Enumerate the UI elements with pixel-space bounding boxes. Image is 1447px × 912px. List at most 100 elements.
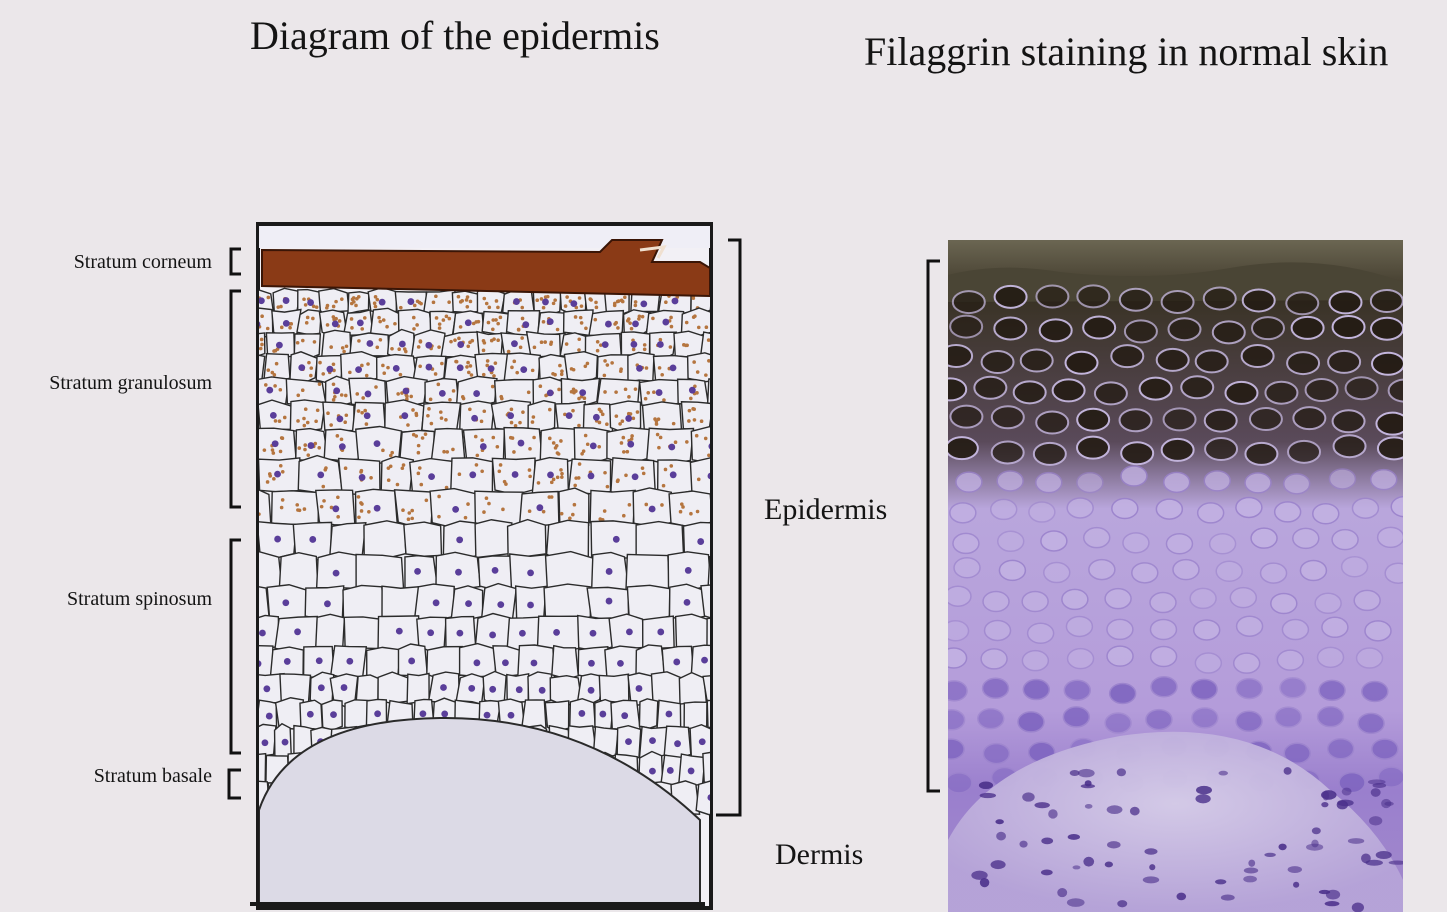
keratinocyte bbox=[1190, 588, 1216, 608]
filaggrin-stained-cell bbox=[1120, 409, 1152, 431]
keratinocyte bbox=[1271, 593, 1297, 613]
filaggrin-stained-cell bbox=[953, 291, 985, 313]
keratinocyte bbox=[1150, 593, 1176, 613]
dermal-nucleus bbox=[1176, 893, 1186, 901]
dermal-nucleus bbox=[1312, 827, 1321, 834]
keratinocyte bbox=[1282, 620, 1308, 640]
keratinocyte bbox=[1198, 503, 1224, 523]
keratinocyte bbox=[1385, 563, 1411, 583]
filaggrin-stained-cell bbox=[1077, 437, 1109, 459]
filaggrin-stained-cell bbox=[1066, 352, 1098, 374]
keratinocyte bbox=[1357, 648, 1383, 668]
keratinocyte bbox=[1041, 531, 1067, 551]
dermal-nucleus bbox=[1073, 865, 1081, 869]
filaggrin-stained-cell bbox=[1040, 319, 1072, 341]
filaggrin-stained-cell bbox=[940, 345, 972, 367]
dermal-nucleus bbox=[1078, 769, 1095, 778]
dermal-nucleus bbox=[1293, 882, 1299, 888]
keratinocyte bbox=[938, 739, 964, 759]
keratinocyte bbox=[991, 499, 1017, 519]
dermal-nucleus bbox=[1348, 838, 1364, 844]
filaggrin-stained-cell bbox=[1346, 377, 1378, 399]
filaggrin-stained-cell bbox=[1036, 285, 1068, 307]
keratinocyte bbox=[978, 709, 1004, 729]
filaggrin-stained-cell bbox=[1021, 350, 1053, 372]
keratinocyte bbox=[1300, 560, 1326, 580]
filaggrin-stained-cell bbox=[1205, 410, 1237, 432]
keratinocyte bbox=[1237, 616, 1263, 636]
dermal-nucleus bbox=[1284, 767, 1292, 775]
keratinocyte bbox=[1191, 679, 1217, 699]
keratinocyte bbox=[1062, 589, 1088, 609]
dermal-nucleus bbox=[1321, 790, 1337, 800]
keratinocyte bbox=[1067, 498, 1093, 518]
keratinocyte bbox=[1123, 533, 1149, 553]
filaggrin-stained-cell bbox=[1252, 317, 1284, 339]
keratinocyte bbox=[1280, 678, 1306, 698]
filaggrin-stained-cell bbox=[1306, 379, 1338, 401]
keratinocyte bbox=[983, 592, 1009, 612]
keratinocyte bbox=[1151, 677, 1177, 697]
filaggrin-stained-cell bbox=[1371, 290, 1403, 312]
keratinocyte bbox=[1028, 623, 1054, 643]
keratinocyte bbox=[941, 681, 967, 701]
dermal-nucleus bbox=[1107, 805, 1123, 814]
filaggrin-stained-cell bbox=[1164, 408, 1196, 430]
keratinocyte bbox=[1277, 650, 1303, 670]
keratinocyte bbox=[1068, 649, 1094, 669]
keratinocyte bbox=[1121, 466, 1147, 486]
keratinocyte bbox=[1064, 680, 1090, 700]
filaggrin-stained-cell bbox=[1372, 353, 1404, 375]
keratinocyte bbox=[1245, 473, 1271, 493]
keratinocyte bbox=[1293, 528, 1319, 548]
filaggrin-stained-cell bbox=[992, 441, 1024, 463]
filaggrin-stained-cell bbox=[992, 406, 1024, 428]
keratinocyte bbox=[1194, 620, 1220, 640]
filaggrin-stained-cell bbox=[1140, 378, 1172, 400]
filaggrin-stained-cell bbox=[946, 437, 978, 459]
keratinocyte bbox=[1132, 563, 1158, 583]
filaggrin-stained-cell bbox=[1378, 437, 1410, 459]
keratinocyte bbox=[1018, 712, 1044, 732]
filaggrin-stained-cell bbox=[1225, 382, 1257, 404]
keratinocyte bbox=[943, 621, 969, 641]
keratinocyte bbox=[1084, 528, 1110, 548]
keratinocyte bbox=[1107, 619, 1133, 639]
filaggrin-stained-cell bbox=[950, 406, 982, 428]
dermal-nucleus bbox=[1371, 788, 1381, 797]
keratinocyte bbox=[1362, 681, 1388, 701]
filaggrin-stained-cell bbox=[1286, 292, 1318, 314]
keratinocyte bbox=[1329, 469, 1355, 489]
dermal-nucleus bbox=[1195, 794, 1210, 803]
filaggrin-stained-cell bbox=[1111, 345, 1143, 367]
keratinocyte bbox=[1110, 683, 1136, 703]
dermal-nucleus bbox=[1243, 876, 1257, 883]
dermal-nucleus bbox=[1067, 898, 1085, 907]
filaggrin-stained-cell bbox=[1125, 320, 1157, 342]
filaggrin-stained-cell bbox=[1034, 443, 1066, 465]
keratinocyte bbox=[1315, 593, 1341, 613]
filaggrin-stained-cell bbox=[1389, 380, 1421, 402]
keratinocyte bbox=[950, 503, 976, 523]
filaggrin-stained-cell bbox=[994, 317, 1026, 339]
keratinocyte bbox=[1284, 474, 1310, 494]
filaggrin-stained-cell bbox=[1250, 408, 1282, 430]
keratinocyte bbox=[1063, 707, 1089, 727]
keratinocyte bbox=[985, 620, 1011, 640]
dermal-nucleus bbox=[1048, 809, 1057, 818]
filaggrin-stained-cell bbox=[995, 286, 1027, 308]
keratinocyte bbox=[1371, 470, 1397, 490]
keratinocyte bbox=[1022, 591, 1048, 611]
filaggrin-stained-cell bbox=[1213, 321, 1245, 343]
keratinocyte bbox=[1105, 713, 1131, 733]
filaggrin-stained-cell bbox=[1036, 411, 1068, 433]
dermal-nucleus bbox=[1215, 879, 1226, 884]
keratinocyte bbox=[956, 472, 982, 492]
dermal-nucleus bbox=[1288, 866, 1302, 873]
keratinocyte bbox=[999, 560, 1025, 580]
dermal-nucleus bbox=[1365, 860, 1382, 866]
keratinocyte bbox=[1261, 563, 1287, 583]
keratinocyte bbox=[939, 710, 965, 730]
filaggrin-stained-cell bbox=[1077, 285, 1109, 307]
keratinocyte bbox=[954, 558, 980, 578]
